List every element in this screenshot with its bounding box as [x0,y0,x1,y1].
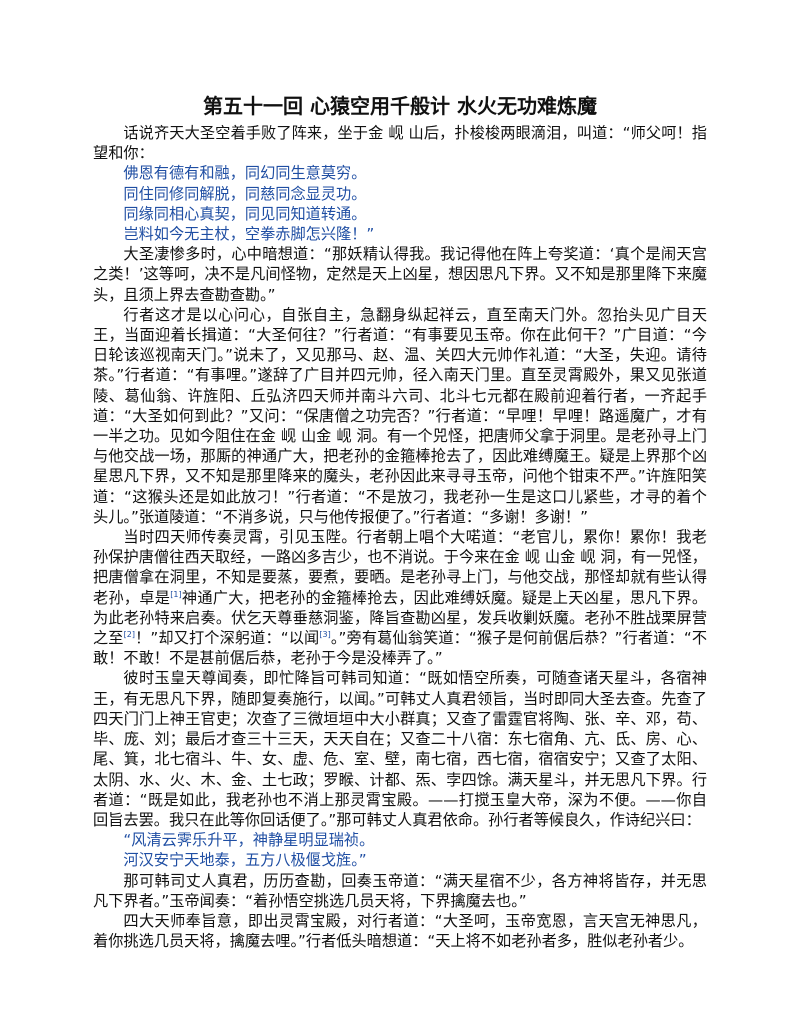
footnote-link-2[interactable]: [2] [123,630,135,640]
paragraph-4-part-d: 。”旁有葛仙翁笑道：“猴子是何前倨后恭？”行者道：“不敢！不敢！不是甚前倨后恭，… [93,629,708,668]
chapter-title: 第五十一回 心猿空用千般计 水火无功难炼魔 [203,94,597,118]
paragraph-6: 那可韩司丈人真君，历历查勘，回奏玉帝道：“满天星宿不少，各方神将皆存，并无思凡下… [93,871,707,910]
paragraph-1: 话说齐天大圣空着手败了阵来，坐于金 岘 山后，扑梭梭两眼滴泪，叫道：“师父呵！指… [93,124,707,163]
paragraph-4-part-c: ！”却又打个深躬道：“以闻 [134,629,320,648]
paragraph-5: 彼时玉皇天尊闻奏，即忙降旨可韩司知道：“既如悟空所奏，可随查诸天星斗，各宿神王，… [93,669,707,829]
paragraph-7: 四大天师奉旨意，即出灵霄宝殿，对行者道：“大圣呵，玉帝宽恩，言天宫无神思凡，着你… [93,911,707,951]
poem-2: “风清云霁乐升平，神静星明显瑞祯。 河汉安宁天地泰，五方八极偃戈旌。” [93,830,707,870]
poem-1-line-3: 同缘同相心真契，同见同知道转通。 [123,204,367,223]
poem-1-line-2: 同住同修同解脱，同慈同念显灵功。 [123,184,367,203]
chapter-body: 话说齐天大圣空着手败了阵来，坐于金 岘 山后，扑梭梭两眼滴泪，叫道：“师父呵！指… [93,123,707,951]
poem-1-line-4: 岂料如今无主杖，空拳赤脚怎兴隆！” [123,225,375,244]
poem-2-line-1: “风清云霁乐升平，神静星明显瑞祯。 [123,831,375,850]
poem-1: 佛恩有德有和融，同幻同生意莫穷。 同住同修同解脱，同慈同念显灵功。 同缘同相心真… [93,163,707,244]
paragraph-4-part-b: 神通广大，把老孙的金箍棒抢去，因此难缚妖魔。疑是上天凶星，思凡下界。为此老孙特来… [93,588,708,648]
footnote-link-1[interactable]: [1] [170,589,182,599]
poem-2-line-2: 河汉安宁天地泰，五方八极偃戈旌。” [123,851,367,870]
paragraph-4-part-a: 当时四天师传奏灵霄，引见玉陛。行者朝上唱个大喏道：“老官儿，累你！累你！我老孙保… [93,528,707,607]
paragraph-2: 大圣凄惨多时，心中暗想道：“那妖精认得我。我记得他在阵上夸奖道：‘真个是闹天宫之… [93,245,707,304]
poem-1-line-1: 佛恩有德有和融，同幻同生意莫穷。 [123,164,367,183]
paragraph-4: 当时四天师传奏灵霄，引见玉陛。行者朝上唱个大喏道：“老官儿，累你！累你！我老孙保… [93,527,707,668]
paragraph-3: 行者这才是以心问心，自张自主，急翻身纵起祥云，直至南天门外。忽抬头见广目天王，当… [93,305,707,526]
footnote-link-3[interactable]: [3] [319,630,331,640]
